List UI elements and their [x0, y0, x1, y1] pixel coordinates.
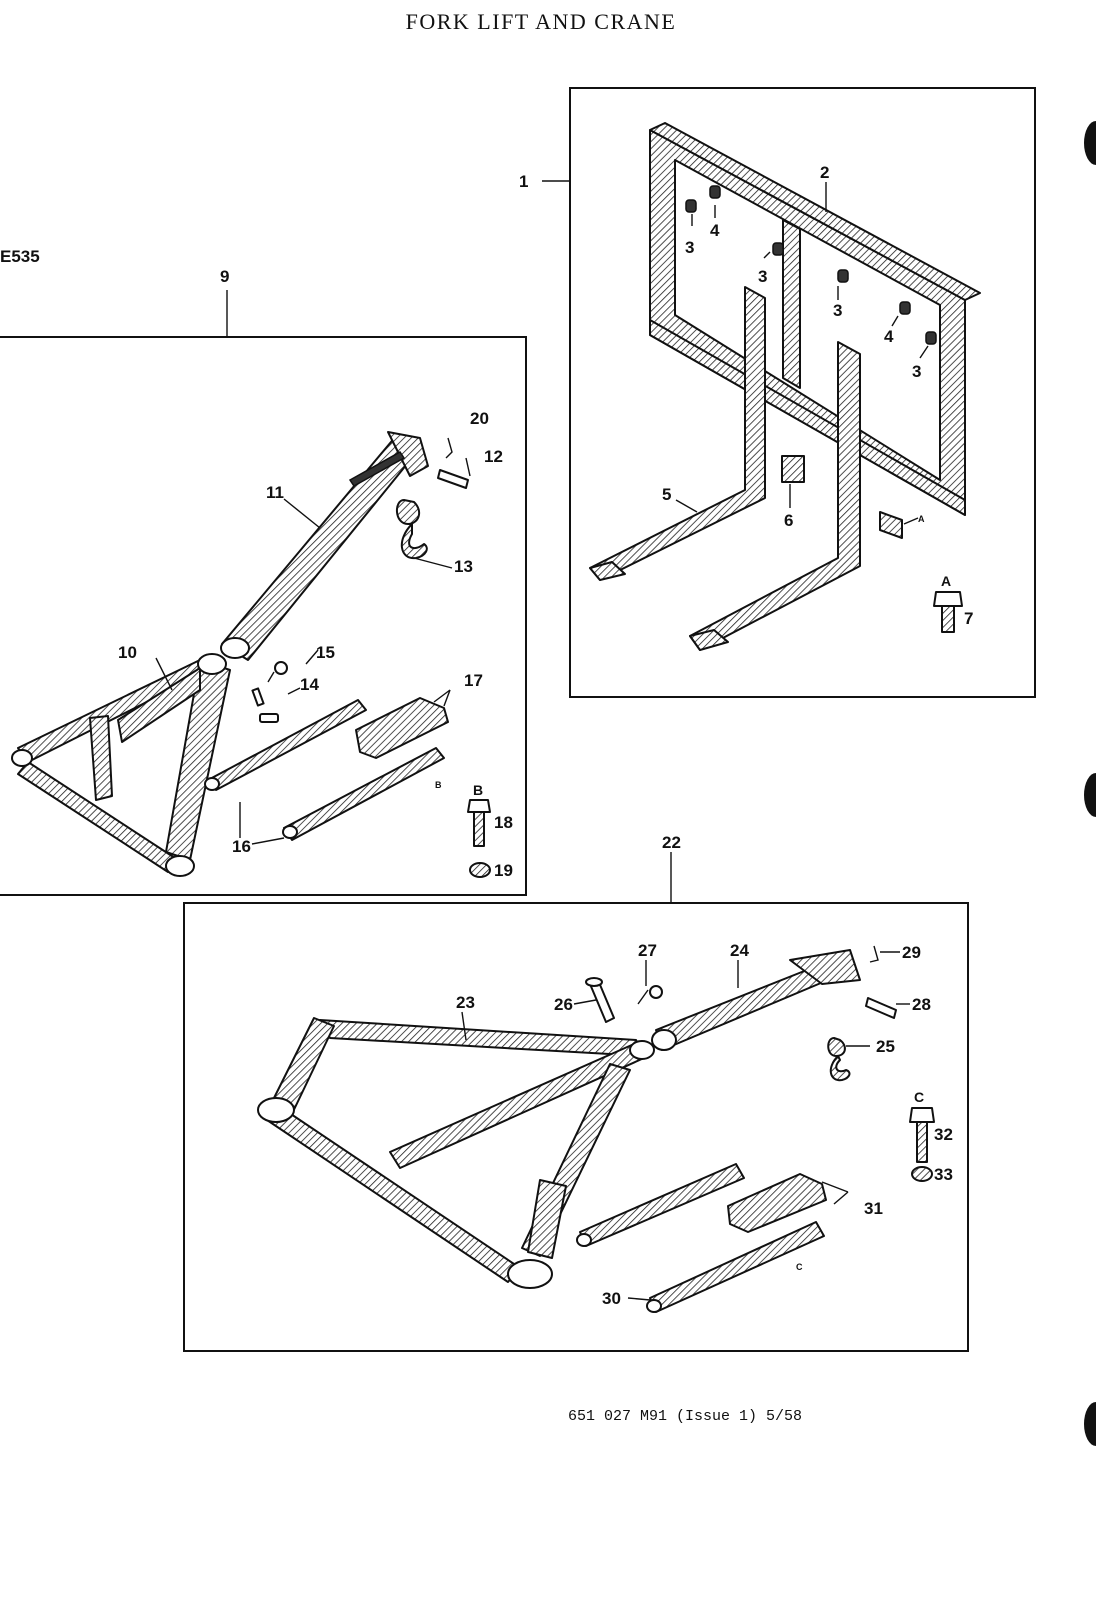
callout-26: 26: [554, 995, 573, 1014]
ref-b-bolt: B: [473, 782, 483, 798]
ref-a-bolt: A: [941, 573, 951, 589]
keeper-plate-a: [879, 511, 903, 539]
bolt-32: [909, 1107, 935, 1163]
clip-29: [869, 945, 879, 963]
keeper-plate-6: [781, 455, 805, 483]
binder-hole-middle: [1084, 773, 1096, 817]
clip-20: [445, 437, 453, 459]
callout-22: 22: [662, 833, 681, 852]
ref-c-bolt: C: [914, 1089, 924, 1105]
binder-hole-top: [1084, 121, 1096, 165]
callout-30: 30: [602, 1289, 621, 1308]
callout-17: 17: [464, 671, 483, 690]
callout-1: 1: [519, 172, 528, 191]
link-30-upper: [579, 1163, 745, 1247]
panel-fork-lift: 1 2 3 4 3 3 4 3 5 6 A A 7: [519, 87, 1036, 698]
fork-bushes: [685, 185, 937, 345]
callout-9: 9: [220, 267, 229, 286]
callout-3b: 3: [758, 267, 767, 286]
callout-2: 2: [820, 163, 829, 182]
callout-31: 31: [864, 1199, 883, 1218]
panel-crane: 9: [0, 267, 527, 896]
page-title: FORK LIFT AND CRANE: [406, 9, 677, 34]
pin-14: [251, 687, 279, 723]
ref-b-link: B: [435, 780, 442, 790]
bolt-7: [933, 591, 963, 633]
panel-crane-alternative: 22: [183, 833, 969, 1352]
fork-tine-right: [689, 341, 861, 651]
callout-19: 19: [494, 861, 513, 880]
nut-33: [911, 1166, 933, 1182]
callout-14: 14: [300, 675, 319, 694]
ref-a-plate: A: [918, 514, 925, 524]
bolt-18: [467, 799, 491, 847]
pin-12: [437, 469, 469, 489]
callout-3c: 3: [833, 301, 842, 320]
crane-hook: [396, 499, 428, 560]
callout-12: 12: [484, 447, 503, 466]
callout-11: 11: [266, 483, 284, 502]
callout-4b: 4: [884, 327, 894, 346]
callout-18: 18: [494, 813, 513, 832]
binder-hole-bottom: [1084, 1402, 1096, 1446]
callout-32: 32: [934, 1125, 953, 1144]
clip-27: [637, 985, 663, 1005]
callout-3: 3: [685, 238, 694, 257]
crane-a-frame: [11, 653, 231, 877]
crane-alt-a-frame: [257, 1017, 655, 1289]
link-16-lower: [283, 747, 445, 841]
crane-alt-hook: [827, 1037, 851, 1082]
callout-24: 24: [730, 941, 749, 960]
crane-alt-jib: [651, 949, 861, 1051]
callout-20: 20: [470, 409, 489, 428]
pin-26: [585, 977, 615, 1023]
publication-footer: 651 027 M91 (Issue 1) 5/58: [568, 1408, 802, 1425]
callout-15: 15: [316, 643, 335, 662]
link-16-upper: [207, 699, 367, 791]
crane-jib: [220, 431, 429, 661]
fork-carriage-frame: [649, 122, 981, 516]
ball-15: [274, 661, 288, 675]
strap-plates-17: [355, 697, 449, 759]
callout-27: 27: [638, 941, 657, 960]
callout-4: 4: [710, 221, 720, 240]
pin-28: [865, 997, 897, 1019]
callout-10: 10: [118, 643, 137, 662]
nut-19: [469, 862, 491, 878]
callout-33: 33: [934, 1165, 953, 1184]
callout-16: 16: [232, 837, 251, 856]
callout-23: 23: [456, 993, 475, 1012]
callout-28: 28: [912, 995, 931, 1014]
ref-c-link: C: [796, 1262, 803, 1272]
plate-reference: E535: [0, 247, 40, 266]
callout-29: 29: [902, 943, 921, 962]
callout-7: 7: [964, 609, 973, 628]
callout-3d: 3: [912, 362, 921, 381]
strap-plates-31: [727, 1173, 827, 1233]
fork-tine-left: [589, 286, 766, 581]
callout-13: 13: [454, 557, 473, 576]
callout-5: 5: [662, 485, 671, 504]
callout-6: 6: [784, 511, 793, 530]
callout-25: 25: [876, 1037, 895, 1056]
